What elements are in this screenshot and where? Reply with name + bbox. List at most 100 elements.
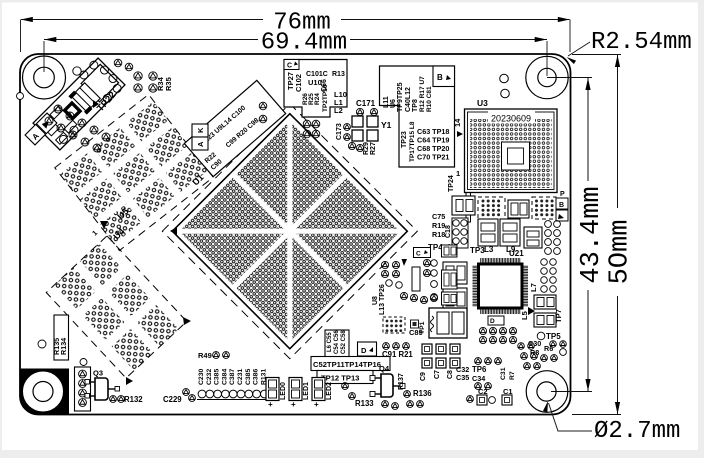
svg-text:C387: C387 [229, 369, 236, 385]
svg-text:C229: C229 [163, 395, 182, 404]
svg-text:B: B [437, 73, 443, 82]
svg-text:C173: C173 [336, 123, 343, 140]
svg-text:R27: R27 [370, 142, 377, 155]
svg-text:A: A [196, 141, 205, 147]
svg-text:+: + [291, 400, 296, 409]
svg-text:R25: R25 [308, 93, 315, 105]
svg-text:C7: C7 [434, 370, 441, 379]
svg-text:C101C: C101C [306, 71, 328, 78]
svg-text:TP27: TP27 [286, 72, 295, 90]
svg-text:76mm: 76mm [273, 10, 331, 37]
svg-text:C384: C384 [221, 369, 228, 385]
svg-text:LED2: LED2 [326, 382, 333, 400]
svg-text:C2: C2 [478, 387, 488, 396]
svg-text:R134: R134 [59, 338, 68, 355]
svg-text:+: + [314, 400, 319, 409]
svg-text:P: P [560, 191, 565, 198]
svg-text:U6: U6 [390, 99, 397, 108]
svg-text:R34: R34 [156, 76, 165, 91]
svg-text:C64 TP19: C64 TP19 [417, 136, 449, 145]
svg-text:C70 TP21: C70 TP21 [417, 153, 449, 162]
svg-text:C52 C58: C52 C58 [341, 330, 347, 354]
svg-text:C31: C31 [500, 367, 507, 380]
svg-text:C8: C8 [447, 370, 454, 379]
svg-text:D: D [490, 318, 495, 325]
svg-text:TP23: TP23 [401, 131, 408, 148]
svg-text:R19: R19 [432, 221, 445, 230]
svg-text:TP3: TP3 [470, 246, 485, 255]
svg-text:Ø2.7mm: Ø2.7mm [594, 418, 680, 445]
svg-text:C231: C231 [237, 369, 244, 385]
svg-text:Q4: Q4 [379, 364, 390, 373]
svg-text:C68 TP20: C68 TP20 [417, 144, 449, 153]
svg-text:R132: R132 [124, 395, 143, 404]
svg-text:R10 C81: R10 C81 [426, 86, 433, 112]
svg-text:L2: L2 [334, 106, 343, 115]
svg-text:L6 C55: L6 C55 [327, 332, 333, 352]
svg-text:TP2TP10: TP2TP10 [322, 84, 329, 112]
svg-text:U8: U8 [372, 296, 379, 305]
svg-text:69.4mm: 69.4mm [261, 30, 347, 57]
svg-text:TP9TP25: TP9TP25 [397, 82, 404, 112]
svg-text:TP17TP15 L8: TP17TP15 L8 [409, 121, 416, 162]
svg-text:R137: R137 [398, 373, 405, 390]
svg-text:D: D [361, 346, 367, 355]
svg-text:A: A [30, 131, 41, 142]
svg-text:R26: R26 [302, 93, 309, 105]
svg-text:C102: C102 [294, 74, 303, 92]
svg-text:C66: C66 [321, 79, 328, 92]
svg-text:C385: C385 [245, 369, 252, 385]
svg-text:L13 TP26: L13 TP26 [379, 284, 386, 315]
svg-text:R12 R17 U7: R12 R17 U7 [419, 76, 426, 112]
svg-text:C385: C385 [214, 369, 221, 385]
svg-text:U21: U21 [509, 249, 524, 258]
svg-text:TP4: TP4 [428, 243, 443, 252]
svg-text:R136: R136 [413, 389, 432, 398]
svg-text:C: C [416, 251, 421, 258]
svg-text:U10: U10 [308, 78, 322, 87]
svg-text:14: 14 [453, 118, 462, 127]
svg-text:Q3: Q3 [93, 369, 103, 378]
svg-text:R35: R35 [164, 77, 173, 91]
svg-text:L1: L1 [334, 98, 343, 107]
svg-text:C1: C1 [503, 387, 513, 396]
svg-text:L9: L9 [506, 245, 516, 254]
svg-text:TP1: TP1 [419, 321, 426, 334]
svg-text:L11: L11 [383, 96, 390, 108]
svg-text:C75: C75 [432, 212, 445, 221]
svg-text:TP5: TP5 [546, 332, 561, 341]
svg-text:C35: C35 [456, 373, 469, 382]
svg-text:R49: R49 [198, 351, 212, 360]
svg-text:TP7: TP7 [554, 309, 563, 323]
svg-text:R24: R24 [314, 93, 321, 105]
svg-text:R13: R13 [332, 71, 345, 78]
svg-text:C18: C18 [445, 225, 452, 238]
svg-text:C40L12: C40L12 [405, 87, 412, 112]
svg-text:C32: C32 [456, 365, 469, 374]
svg-text:R29: R29 [363, 142, 370, 155]
svg-text:R131: R131 [260, 369, 267, 385]
svg-text:5Omm: 5Omm [606, 220, 636, 285]
svg-text:R18: R18 [432, 230, 445, 239]
svg-text:LED1: LED1 [303, 382, 310, 400]
svg-text:R7: R7 [509, 371, 516, 380]
svg-text:C386: C386 [253, 369, 260, 385]
svg-text:C9: C9 [420, 372, 427, 381]
svg-text:U3: U3 [477, 98, 488, 108]
svg-text:R133: R133 [355, 399, 374, 408]
svg-text:R6: R6 [544, 344, 553, 353]
svg-text:L10: L10 [334, 90, 347, 99]
svg-text:R135: R135 [52, 338, 61, 355]
svg-text:20230609: 20230609 [491, 114, 531, 124]
svg-text:C89: C89 [409, 328, 423, 337]
svg-text:C171: C171 [356, 99, 376, 108]
svg-text:L3: L3 [484, 245, 494, 254]
svg-text:C230: C230 [198, 369, 205, 385]
svg-text:C54 C56: C54 C56 [334, 330, 340, 354]
svg-text:L7: L7 [529, 283, 538, 292]
svg-text:LED0: LED0 [280, 382, 287, 400]
svg-text:L5: L5 [520, 311, 529, 320]
svg-text:K: K [196, 127, 205, 133]
svg-text:C: C [287, 63, 292, 70]
svg-text:R2.54mm: R2.54mm [591, 29, 692, 56]
